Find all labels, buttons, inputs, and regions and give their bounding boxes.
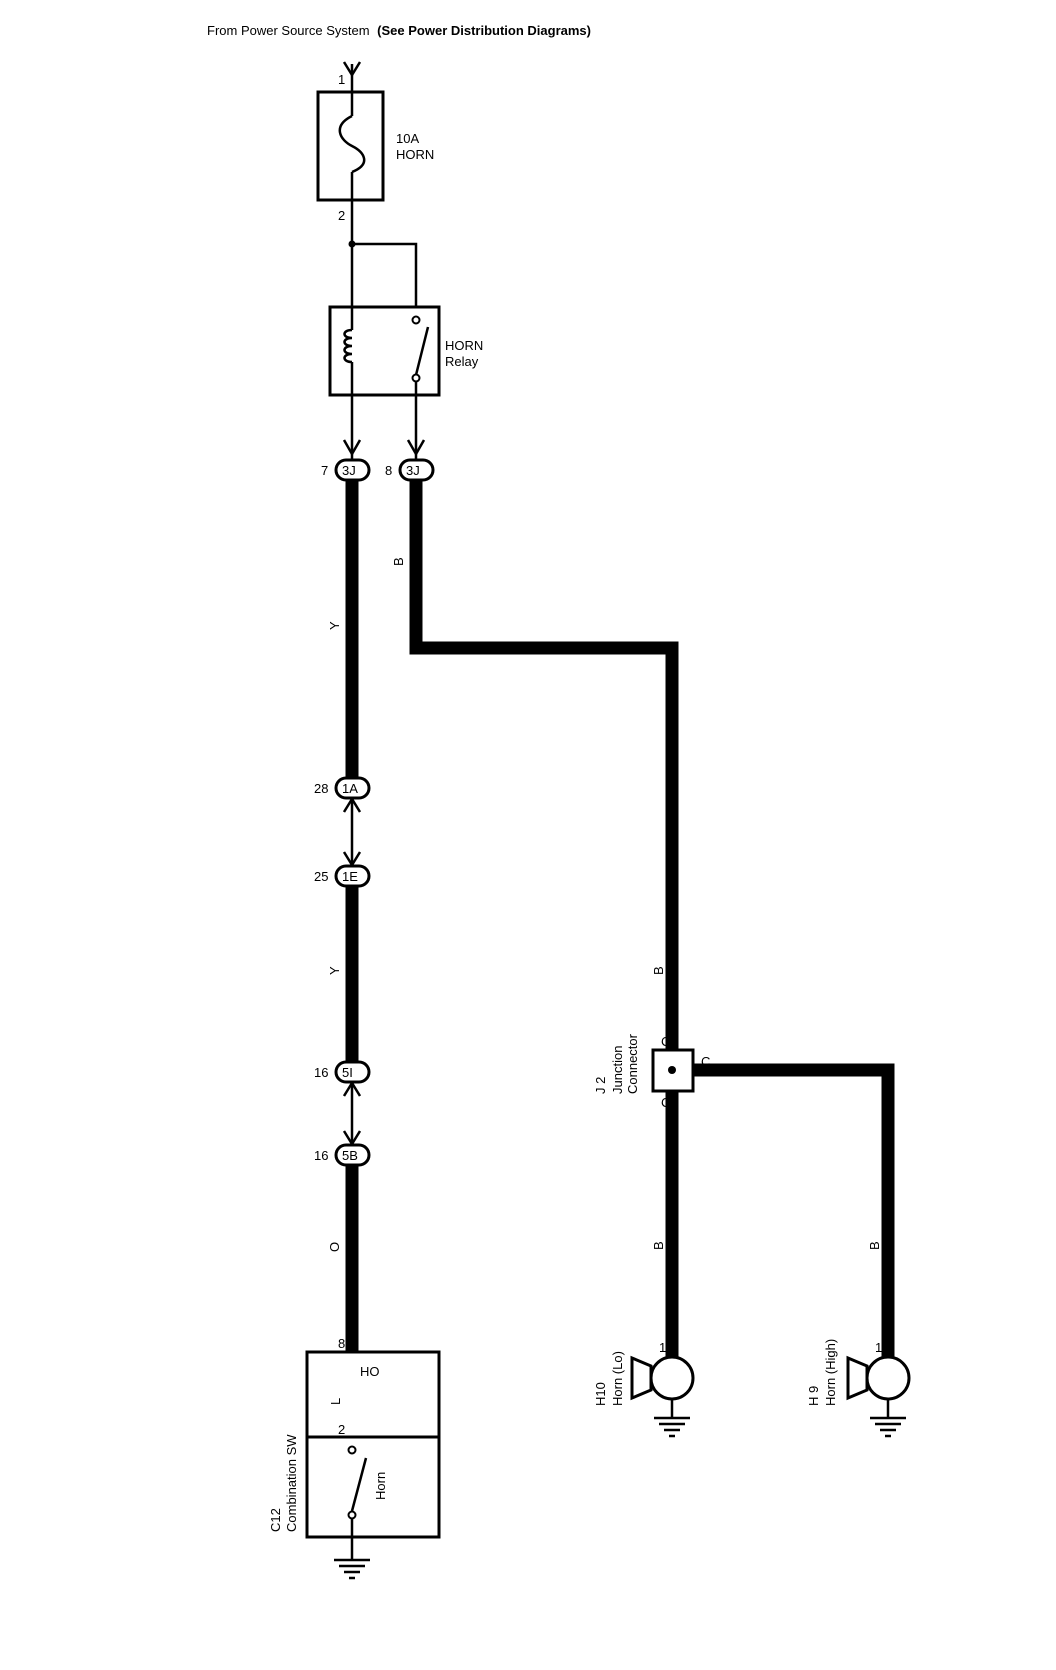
fuse-pin-out: 2 (338, 208, 345, 223)
ground-symbol-combination-sw (334, 1558, 370, 1580)
connector-5b-pin16[interactable]: 5B (334, 1143, 371, 1167)
connector-5i-pin16[interactable]: 5I (334, 1060, 371, 1084)
fuse-pin-in: 1 (338, 72, 345, 87)
svg-text:5I: 5I (342, 1065, 353, 1080)
wire-y-upper-label: Y (327, 621, 342, 630)
connector-5i-pin16-number: 16 (314, 1065, 328, 1080)
connector-1a-pin28[interactable]: 1A (334, 776, 371, 800)
svg-text:1A: 1A (342, 781, 358, 796)
wire-b-relay-to-junction[interactable] (409, 480, 679, 1050)
horn-high-h9[interactable] (846, 1355, 911, 1438)
combination-sw-pin2: 2 (338, 1422, 345, 1437)
junction-name-1: Junction (610, 1046, 625, 1094)
wire-b-horn-hi[interactable] (693, 1063, 895, 1358)
horn-lo-pin: 1 (659, 1340, 666, 1355)
wire-o-lower-label: O (327, 1242, 342, 1252)
wire-b-horn-lo-label: B (651, 1241, 666, 1250)
junction-code: J 2 (593, 1077, 608, 1094)
fuse-name: HORN (396, 147, 434, 162)
combination-sw-ho: HO (360, 1364, 380, 1379)
fuse-10a-horn[interactable] (316, 90, 385, 202)
connector-3j-pin7[interactable]: 3J (334, 458, 371, 482)
relay-type: Relay (445, 354, 479, 369)
svg-text:3J: 3J (342, 463, 356, 478)
junction-connector-j2[interactable] (651, 1048, 695, 1093)
wire-y-middle-label: Y (327, 966, 342, 975)
junction-name-2: Connector (625, 1033, 640, 1094)
junction-pin-top: C (661, 1034, 670, 1049)
wire-b-junction-in-label: B (651, 966, 666, 975)
splice-dot (348, 240, 356, 248)
power-input (342, 61, 362, 92)
svg-text:1E: 1E (342, 869, 358, 884)
combination-switch[interactable] (305, 1350, 441, 1560)
junction-pin-right: C (701, 1054, 710, 1069)
horn-high-code: H 9 (806, 1386, 821, 1406)
svg-text:3J: 3J (406, 463, 420, 478)
combination-sw-pin8: 8 (338, 1336, 345, 1351)
svg-text:5B: 5B (342, 1148, 358, 1163)
combination-sw-horn-label: Horn (373, 1472, 388, 1500)
fuse-rating: 10A (396, 131, 419, 146)
connector-3j-pin7-number: 7 (321, 463, 328, 478)
connector-1a-pin28-number: 28 (314, 781, 328, 796)
relay-name: HORN (445, 338, 483, 353)
wire-b-relay-label: B (391, 557, 406, 566)
connector-1e-pin25[interactable]: 1E (334, 864, 371, 888)
horn-high-pin: 1 (875, 1340, 882, 1355)
horn-high-name: Horn (High) (823, 1339, 838, 1406)
connector-3j-pin8[interactable]: 3J (398, 458, 435, 482)
wire-b-horn-hi-label: B (867, 1241, 882, 1250)
horn-lo-name: Horn (Lo) (610, 1351, 625, 1406)
combination-sw-code: C12 (268, 1508, 283, 1532)
horn-lo-code: H10 (593, 1382, 608, 1406)
connector-3j-pin8-number: 8 (385, 463, 392, 478)
connector-1e-pin25-number: 25 (314, 869, 328, 884)
source-note: From Power Source System (See Power Dist… (207, 23, 591, 38)
horn-lo-h10[interactable] (630, 1355, 695, 1438)
combination-sw-l: L (328, 1398, 343, 1405)
connector-5b-pin16-number: 16 (314, 1148, 328, 1163)
combination-sw-name: Combination SW (284, 1434, 299, 1532)
horn-relay[interactable] (328, 305, 441, 397)
